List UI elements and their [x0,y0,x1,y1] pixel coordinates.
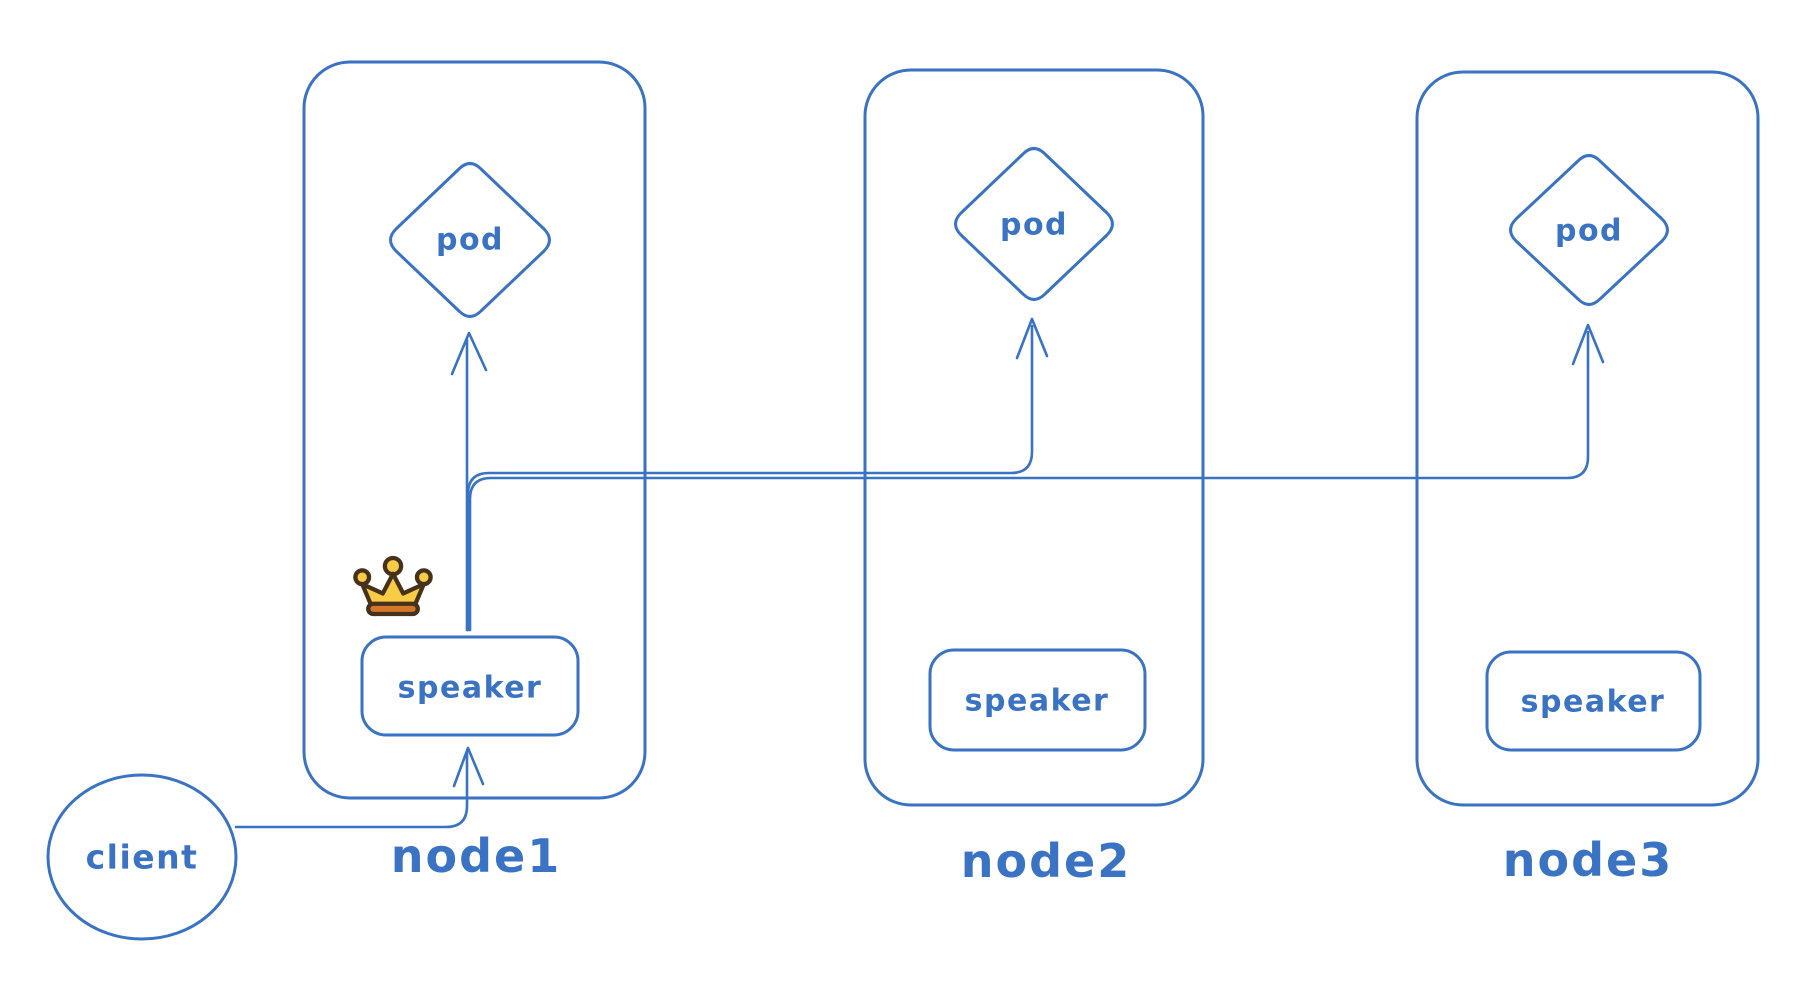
node3-container [1415,70,1760,807]
node3-speaker-box [1485,650,1702,752]
crown-base-band [366,601,420,617]
node3-pod-diamond [1509,154,1669,306]
client-label: client [86,838,199,877]
node1-pod-label: pod [436,223,504,258]
node2-speaker-box [928,648,1147,752]
arrow-client-shaft [234,750,469,829]
arrow-pod3-shaft [468,330,1590,632]
node2-pod-diamond [954,147,1114,301]
node3-label: node3 [1503,833,1673,887]
node2-container [863,68,1205,807]
arrow-pod2-head [1015,317,1049,360]
node1-label: node1 [391,829,561,883]
crown-body [360,571,426,609]
arrow-client-to-speaker1 [234,746,485,829]
node1-speaker-label: speaker [398,671,543,706]
arrow-client-head [452,746,485,788]
arrow-pod2-shaft [466,324,1034,632]
node1-speaker-box [360,635,580,737]
arrow-pod1-head [450,331,488,376]
crown-icon [353,555,433,617]
arrow-speaker1-to-pod3 [468,323,1605,632]
node3-pod-label: pod [1555,214,1623,249]
arrow-speaker1-to-pod2 [466,317,1049,632]
node1-pod-diamond [389,162,551,318]
node2-label: node2 [961,834,1131,888]
node2-pod-label: pod [1000,208,1068,243]
node1-container [302,60,647,800]
arrow-pod3-head [1571,323,1605,366]
node2-speaker-label: speaker [965,684,1110,719]
client-circle [46,773,238,941]
node3-speaker-label: speaker [1521,685,1666,720]
